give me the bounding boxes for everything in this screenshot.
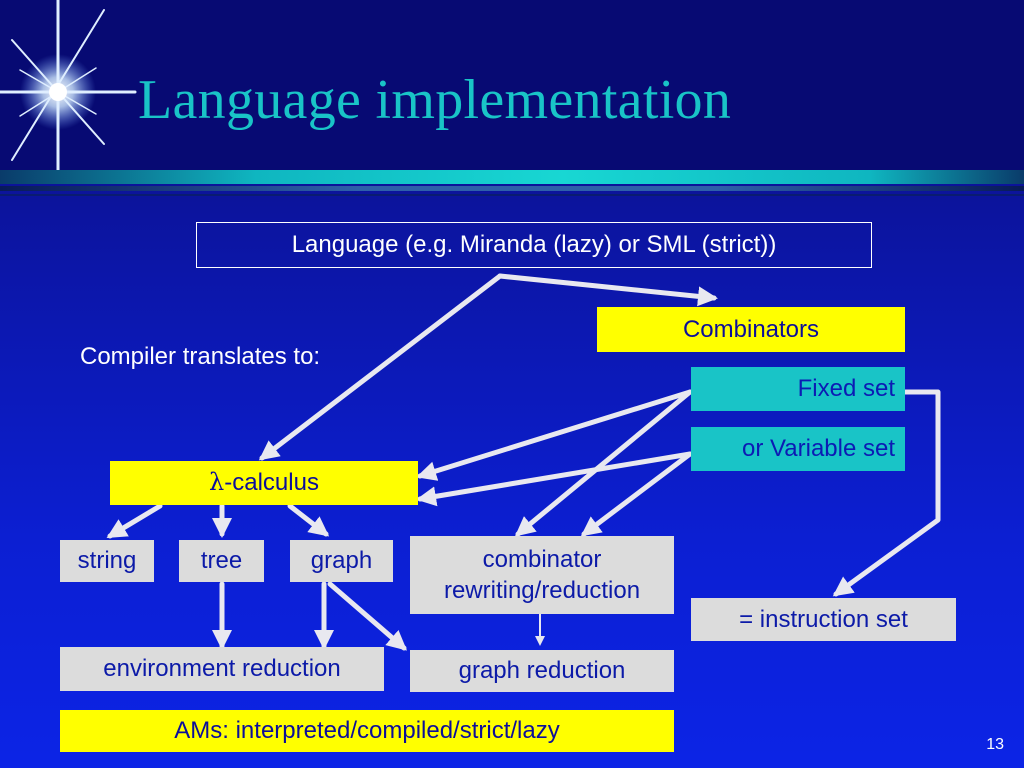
string-box: string (60, 540, 154, 582)
tree-box: tree (179, 540, 264, 582)
fixed-set-label: Fixed set (797, 375, 895, 403)
combinator-rewriting-line2: rewriting/reduction (443, 577, 641, 604)
arrow-fixed-to-instruction (832, 389, 941, 597)
environment-reduction-box: environment reduction (60, 647, 384, 691)
instruction-set-box: = instruction set (691, 598, 956, 641)
lambda-calculus-box: λ-calculus (110, 461, 418, 505)
combinators-label: Combinators (682, 315, 820, 343)
arrow-fixed-to-lambda (416, 389, 693, 481)
page-number: 13 (986, 736, 1004, 753)
graph-label: graph (310, 547, 373, 575)
title-divider-bar (0, 170, 1024, 184)
fixed-set-box: Fixed set (691, 367, 905, 411)
arrow-language-to-lambda (258, 273, 503, 461)
string-label: string (77, 547, 137, 575)
graph-reduction-box: graph reduction (410, 650, 674, 692)
ams-box: AMs: interpreted/compiled/strict/lazy (60, 710, 674, 752)
arrow-lambda-to-string (106, 503, 163, 539)
lambda-calculus-label: -calculus (224, 469, 319, 497)
variable-set-box: or Variable set (691, 427, 905, 471)
title-divider-thin-line (0, 194, 1024, 196)
arrow-fixed-to-rewriting (514, 389, 693, 537)
lambda-symbol: λ (209, 468, 225, 497)
ams-label: AMs: interpreted/compiled/strict/lazy (174, 717, 560, 745)
combinator-rewriting-line1: combinator (482, 545, 602, 573)
combinator-rewriting-box: combinator rewriting/reduction (410, 536, 674, 614)
graph-reduction-label: graph reduction (458, 657, 626, 685)
arrow-variable-to-lambda (416, 451, 693, 507)
starburst-icon (0, 0, 137, 170)
title-divider-line (0, 186, 1024, 191)
combinators-box: Combinators (597, 307, 905, 352)
arrow-graph-to-graph-reduction (327, 581, 408, 651)
arrow-variable-to-rewriting (580, 451, 693, 537)
slide-title: Language implementation (138, 69, 732, 131)
tree-label: tree (200, 547, 243, 575)
instruction-set-label: = instruction set (739, 605, 908, 633)
graph-box: graph (290, 540, 393, 582)
variable-set-label: or Variable set (742, 435, 895, 463)
language-box: Language (e.g. Miranda (lazy) or SML (st… (196, 222, 872, 268)
arrow-lambda-to-graph (287, 503, 330, 537)
arrow-language-to-combinators (497, 273, 718, 307)
environment-reduction-label: environment reduction (103, 655, 341, 683)
title-bar (0, 0, 1024, 170)
language-box-label: Language (e.g. Miranda (lazy) or SML (st… (291, 231, 777, 259)
compiler-label: Compiler translates to: (80, 343, 321, 370)
